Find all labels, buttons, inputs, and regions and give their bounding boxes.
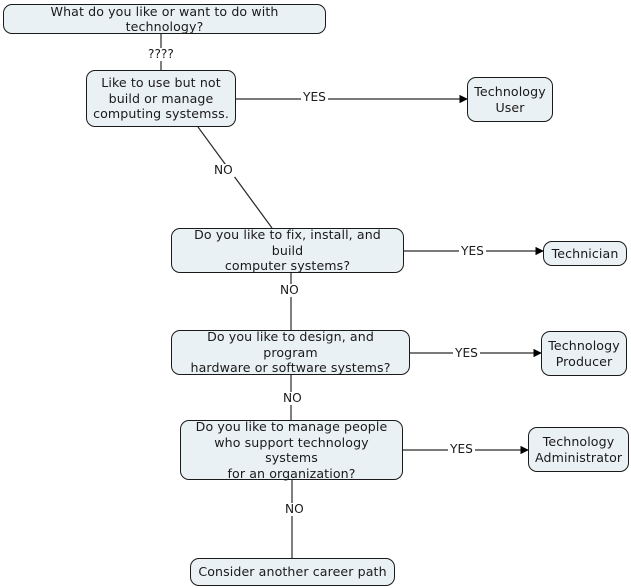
node-result-consider-another-career-path[interactable]: Consider another career path xyxy=(190,558,395,586)
node-result-technician[interactable]: Technician xyxy=(543,241,627,266)
node-label: Technician xyxy=(551,245,619,261)
node-label: Do you like to manage people who support… xyxy=(195,419,388,481)
node-label: Technology Administrator xyxy=(535,434,623,465)
node-result-technology-producer[interactable]: Technology Producer xyxy=(541,331,627,376)
edge-label-manage-yes: YES xyxy=(448,442,475,456)
node-label: Technology User xyxy=(474,84,546,115)
node-label: Consider another career path xyxy=(198,564,387,580)
node-label: Like to use but not build or manage comp… xyxy=(93,75,229,122)
edge-use-to-fix xyxy=(197,126,273,229)
node-question-like-to-use[interactable]: Like to use but not build or manage comp… xyxy=(86,70,236,127)
node-question-manage-people[interactable]: Do you like to manage people who support… xyxy=(180,419,403,481)
node-question-design-program[interactable]: Do you like to design, and program hardw… xyxy=(171,329,410,376)
node-result-technology-user[interactable]: Technology User xyxy=(467,77,553,122)
node-label: Do you like to design, and program hardw… xyxy=(190,329,391,376)
node-question-root[interactable]: What do you like or want to do with tech… xyxy=(3,4,326,34)
node-label: What do you like or want to do with tech… xyxy=(50,3,279,35)
edge-label-use-yes: YES xyxy=(301,90,328,104)
edge-label-manage-no: NO xyxy=(283,502,306,516)
node-label: Do you like to fix, install, and build c… xyxy=(194,227,381,274)
node-question-fix-install-build[interactable]: Do you like to fix, install, and build c… xyxy=(171,227,404,274)
edge-label-design-no: NO xyxy=(281,391,304,405)
edge-label-design-yes: YES xyxy=(453,346,480,360)
node-label: Technology Producer xyxy=(548,338,620,369)
edge-label-fix-yes: YES xyxy=(459,244,486,258)
edge-label-root-to-use: ???? xyxy=(146,47,176,61)
edge-label-use-no: NO xyxy=(212,163,235,177)
node-result-technology-administrator[interactable]: Technology Administrator xyxy=(528,427,629,472)
edge-label-fix-no: NO xyxy=(278,283,301,297)
